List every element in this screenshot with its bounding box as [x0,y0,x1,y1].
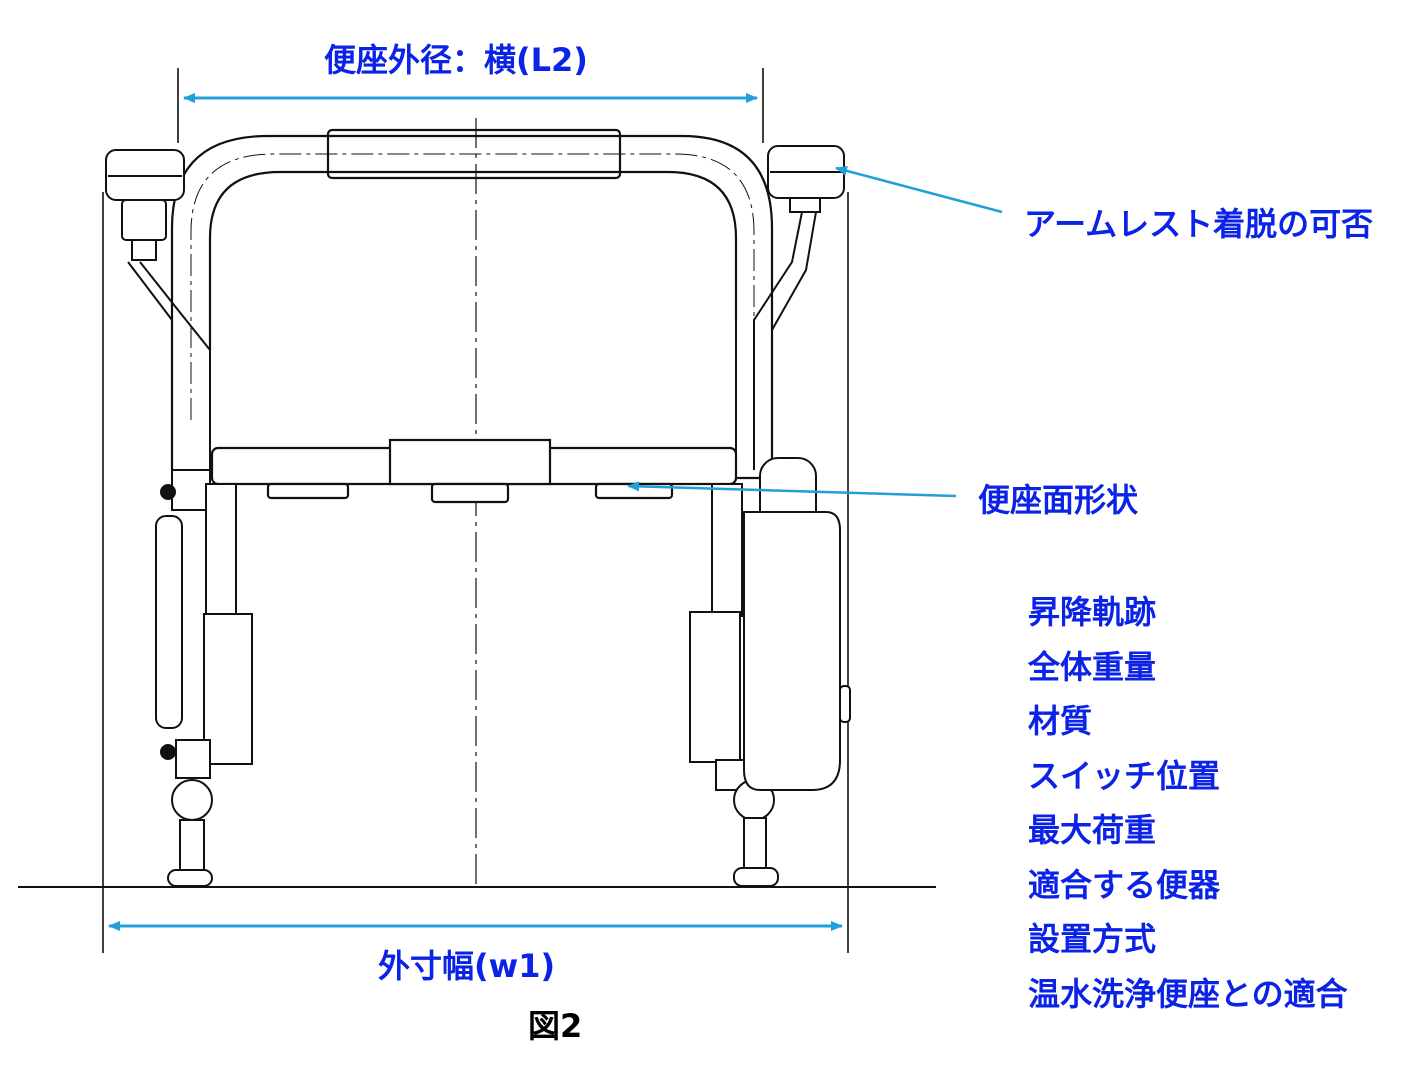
seat-shape-label: 便座面形状 [978,481,1139,519]
armrest-right [735,145,845,470]
right-leg [689,483,779,887]
spec-item: 全体重量 [1028,647,1157,686]
extension-lines [102,68,849,953]
spec-item: 昇降軌跡 [1028,593,1157,631]
spec-item: 適合する便器 [1028,865,1221,904]
spec-item: 温水洗浄便座との適合 [1028,974,1348,1013]
spec-item: スイッチ位置 [1028,756,1221,795]
backrest-frame [170,128,774,470]
spec-item: 最大荷重 [1028,811,1157,849]
armrest-leader-arrow [835,165,1003,214]
left-leg [155,469,253,887]
outer-width-label: 外寸幅(w1) [378,947,556,985]
figure-caption: 図2 [528,1007,583,1045]
seat-shape-leader-arrow [627,481,957,498]
armrest-left [105,149,211,470]
dimension-arrows [108,93,843,931]
leader-arrows [627,165,1003,498]
armrest-label: アームレスト着脱の可否 [1024,205,1374,243]
spec-item: 設置方式 [1028,920,1157,958]
seat-outer-width-label: 便座外径：横(L2) [324,41,588,79]
motor-unit [743,457,851,791]
spec-item: 材質 [1028,702,1093,740]
seat-frame [188,438,760,504]
spec-list: 昇降軌跡 全体重量 材質 スイッチ位置 最大荷重 適合する便器 設置方式 温水洗… [1028,596,1348,1032]
